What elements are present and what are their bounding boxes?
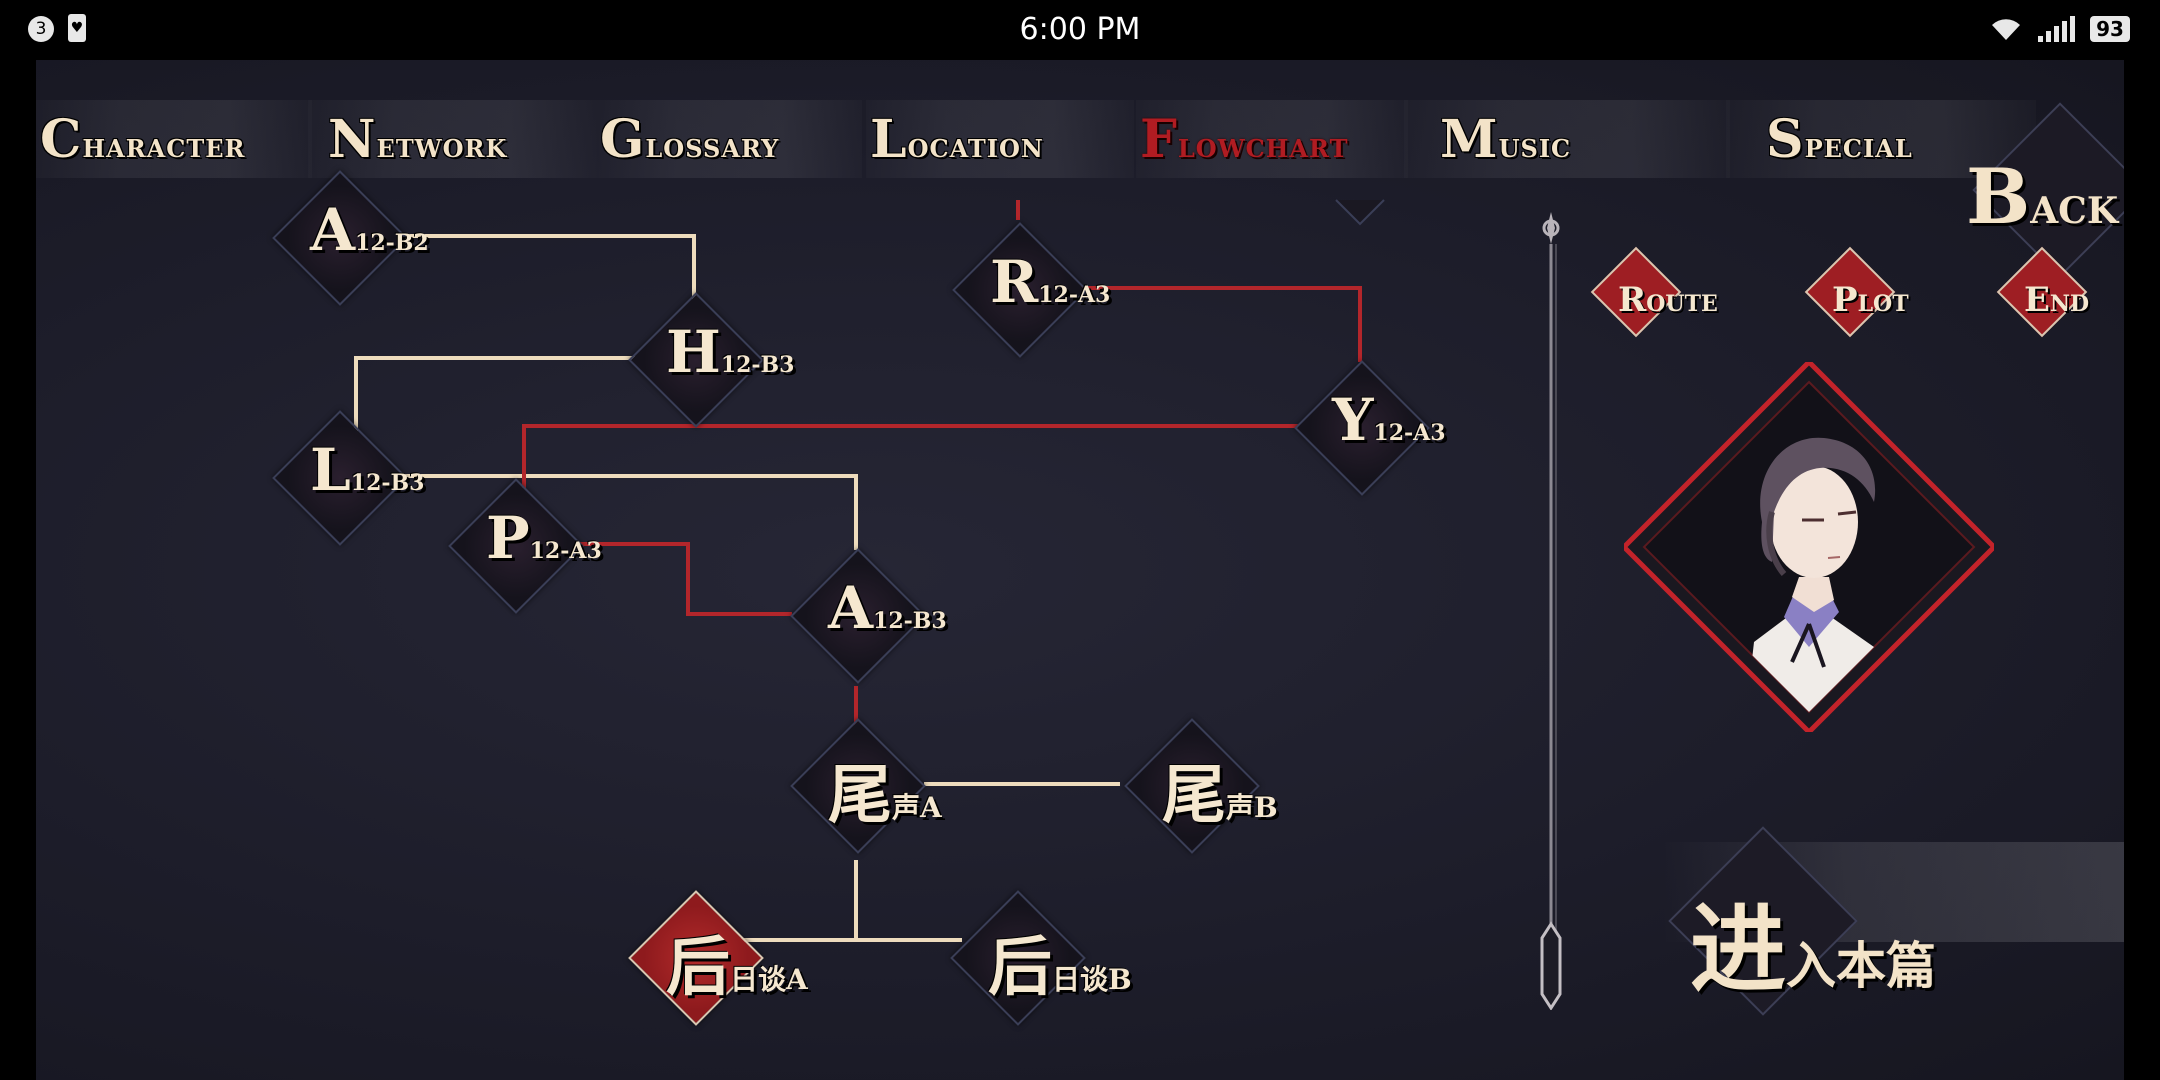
status-time: 6:00 PM: [1019, 12, 1141, 47]
tab-glossary[interactable]: GLOSSARY: [598, 100, 862, 178]
back-button-label: BACK: [1966, 152, 2119, 241]
connection-line: [352, 234, 696, 300]
enter-main-story-label: 进入本篇: [1690, 893, 1936, 1006]
notification-count-badge: 3: [28, 16, 54, 42]
legend-route-label: ROUTE: [1618, 280, 1718, 320]
enter-main-story-button[interactable]: 进入本篇: [1662, 820, 2124, 1020]
tab-special-initial: S: [1766, 109, 1805, 170]
status-bar: 3 ♥ 6:00 PM 93: [0, 0, 2160, 60]
tab-character[interactable]: CHARACTER: [36, 100, 312, 178]
node-label: 尾声B: [1162, 758, 1278, 833]
tab-special[interactable]: SPECIAL: [1726, 100, 2036, 178]
offscreen-node-tip: [1335, 199, 1385, 226]
flowchart-connections: [352, 199, 1385, 942]
battery-level: 93: [2090, 16, 2130, 42]
battery-saver-icon: ♥: [68, 14, 86, 42]
tab-flowchart-label: LOWCHART: [1177, 134, 1349, 163]
tab-character-initial: C: [40, 109, 83, 170]
node-label: R12-A3: [990, 248, 1111, 316]
character-portrait: [1624, 362, 1994, 732]
connection-line: [532, 542, 792, 616]
vertical-scrollbar[interactable]: [1536, 210, 1566, 1010]
legend-end-label: END: [2024, 280, 2090, 320]
tab-character-label: HARACTER: [82, 134, 246, 163]
node-label: H12-B3: [666, 318, 795, 386]
top-navigation: CHARACTER NETWORK GLOSSARY LOCATION FLOW…: [36, 100, 2124, 178]
back-button[interactable]: BACK: [1964, 100, 2124, 278]
game-screen: CHARACTER NETWORK GLOSSARY LOCATION FLOW…: [36, 60, 2124, 1080]
tab-network-label: ETWORK: [376, 134, 508, 163]
scroll-thumb: [1540, 921, 1562, 1010]
node-label: 后日谈A: [666, 930, 808, 1005]
tab-network-initial: N: [328, 109, 377, 170]
connection-line: [356, 474, 858, 550]
tab-glossary-initial: G: [600, 109, 646, 170]
tab-location-label: OCATION: [907, 134, 1044, 163]
node-label: A12-B3: [828, 574, 947, 642]
node-label: L12-B3: [310, 436, 425, 504]
tab-network[interactable]: NETWORK: [308, 100, 598, 178]
connection-line: [522, 424, 1298, 488]
tab-music-initial: M: [1440, 109, 1499, 170]
legend-plot-label: PLOT: [1832, 280, 1909, 320]
tab-location-initial: L: [870, 109, 908, 170]
tab-flowchart-initial: F: [1140, 109, 1178, 170]
tab-music-label: USIC: [1498, 134, 1572, 163]
node-label: 后日谈B: [988, 930, 1132, 1005]
node-label: P12-A3: [486, 504, 602, 572]
tab-location[interactable]: LOCATION: [866, 100, 1134, 178]
signal-icon: [2038, 16, 2075, 42]
node-label: A12-B2: [310, 196, 429, 264]
connection-line: [1018, 286, 1362, 362]
node-label: 尾声A: [828, 758, 942, 833]
tab-music[interactable]: MUSIC: [1404, 100, 1730, 178]
tab-flowchart[interactable]: FLOWCHART: [1136, 100, 1408, 178]
wifi-icon: [1992, 19, 2020, 40]
tab-special-label: PECIAL: [1804, 134, 1913, 163]
node-label: Y12-A3: [1332, 386, 1446, 454]
tab-glossary-label: LOSSARY: [645, 134, 780, 163]
